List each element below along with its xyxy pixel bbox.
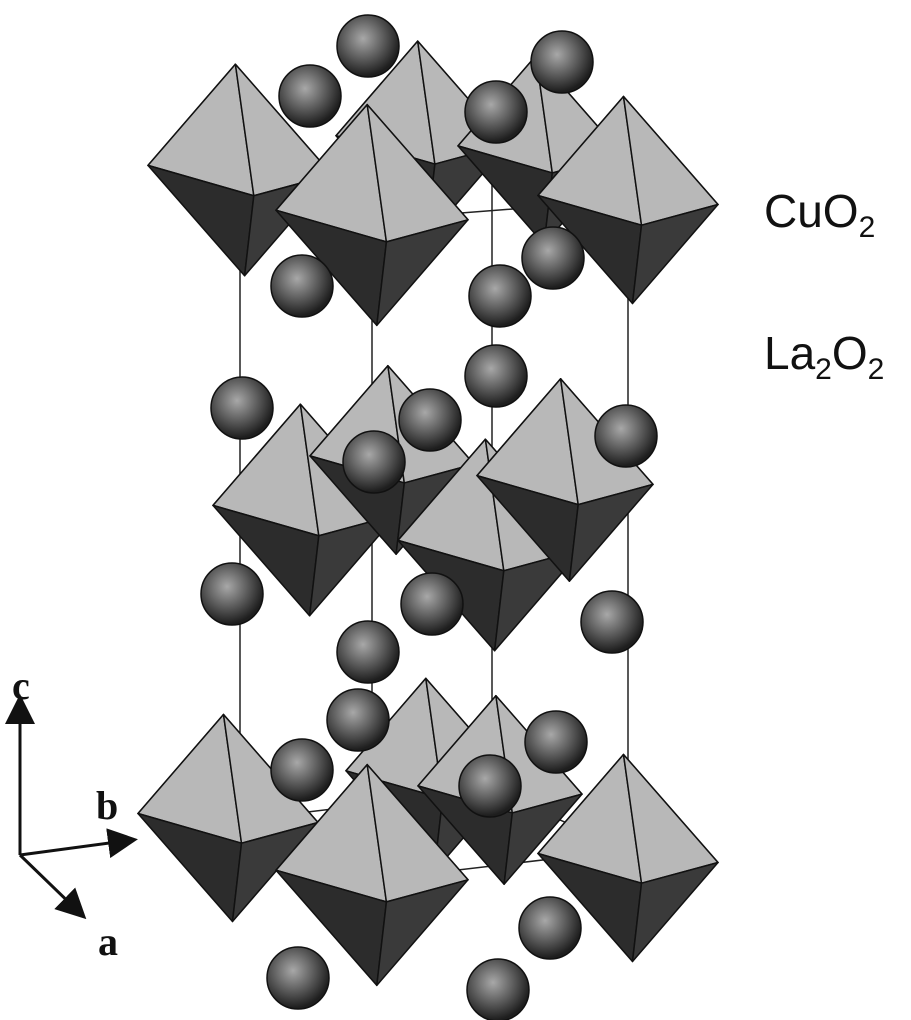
la-atom: [468, 264, 532, 328]
octahedra-group: [137, 40, 719, 987]
octahedron-face: [308, 513, 398, 617]
la-atom: [464, 344, 528, 408]
la-atom: [266, 946, 330, 1010]
la-atom: [530, 30, 594, 94]
la-atom: [518, 896, 582, 960]
b-axis-arrow: [19, 828, 138, 859]
la-atom: [278, 64, 342, 128]
la-atom: [580, 590, 644, 654]
la-atom: [336, 14, 400, 78]
la2o2-subscript-o: 2: [867, 353, 885, 386]
octahedron-face: [503, 793, 583, 886]
a-axis-arrow: [18, 853, 87, 920]
axis-label-b: b: [96, 783, 119, 828]
octahedron-face: [376, 219, 469, 327]
axis-label-a: a: [98, 919, 118, 964]
cuo2-layer-label: CuO2: [764, 184, 875, 244]
cuo6-octahedron: [476, 378, 654, 582]
axis-label-c: c: [12, 663, 30, 708]
la-atom: [398, 388, 462, 452]
la-atom: [200, 562, 264, 626]
la-atom: [458, 754, 522, 818]
cuo2-text: CuO: [764, 185, 859, 237]
axis-triad: [4, 694, 138, 920]
la-atom: [400, 572, 464, 636]
octahedron-face: [631, 861, 719, 963]
la-atom: [342, 430, 406, 494]
la2o2-subscript-la: 2: [815, 353, 832, 386]
cuo6-octahedron: [275, 763, 469, 987]
la-atom: [524, 710, 588, 774]
la-atom: [270, 254, 334, 318]
la-atom: [336, 620, 400, 684]
cuo6-octahedron: [275, 103, 469, 327]
atoms-group: [200, 14, 658, 1020]
octahedron-face: [493, 548, 583, 652]
la-atom: [521, 226, 585, 290]
cuo2-subscript: 2: [858, 211, 876, 244]
cuo6-octahedron: [537, 95, 719, 305]
cuo6-octahedron: [137, 713, 319, 923]
la-atom: [210, 376, 274, 440]
la-atom: [326, 688, 390, 752]
la-atom: [270, 738, 334, 802]
la2o2-text-la: La: [764, 327, 816, 379]
cuo6-octahedron: [537, 753, 719, 963]
octahedron-face: [631, 203, 719, 305]
la-atom: [594, 404, 658, 468]
la-atom: [464, 80, 528, 144]
la-atom: [466, 958, 530, 1020]
octahedron-face: [568, 483, 654, 582]
octahedron-face: [376, 879, 469, 987]
la2o2-layer-label: La2O2: [764, 326, 884, 386]
la2o2-text-o: O: [831, 327, 868, 379]
cuo6-octahedron: [212, 403, 398, 617]
